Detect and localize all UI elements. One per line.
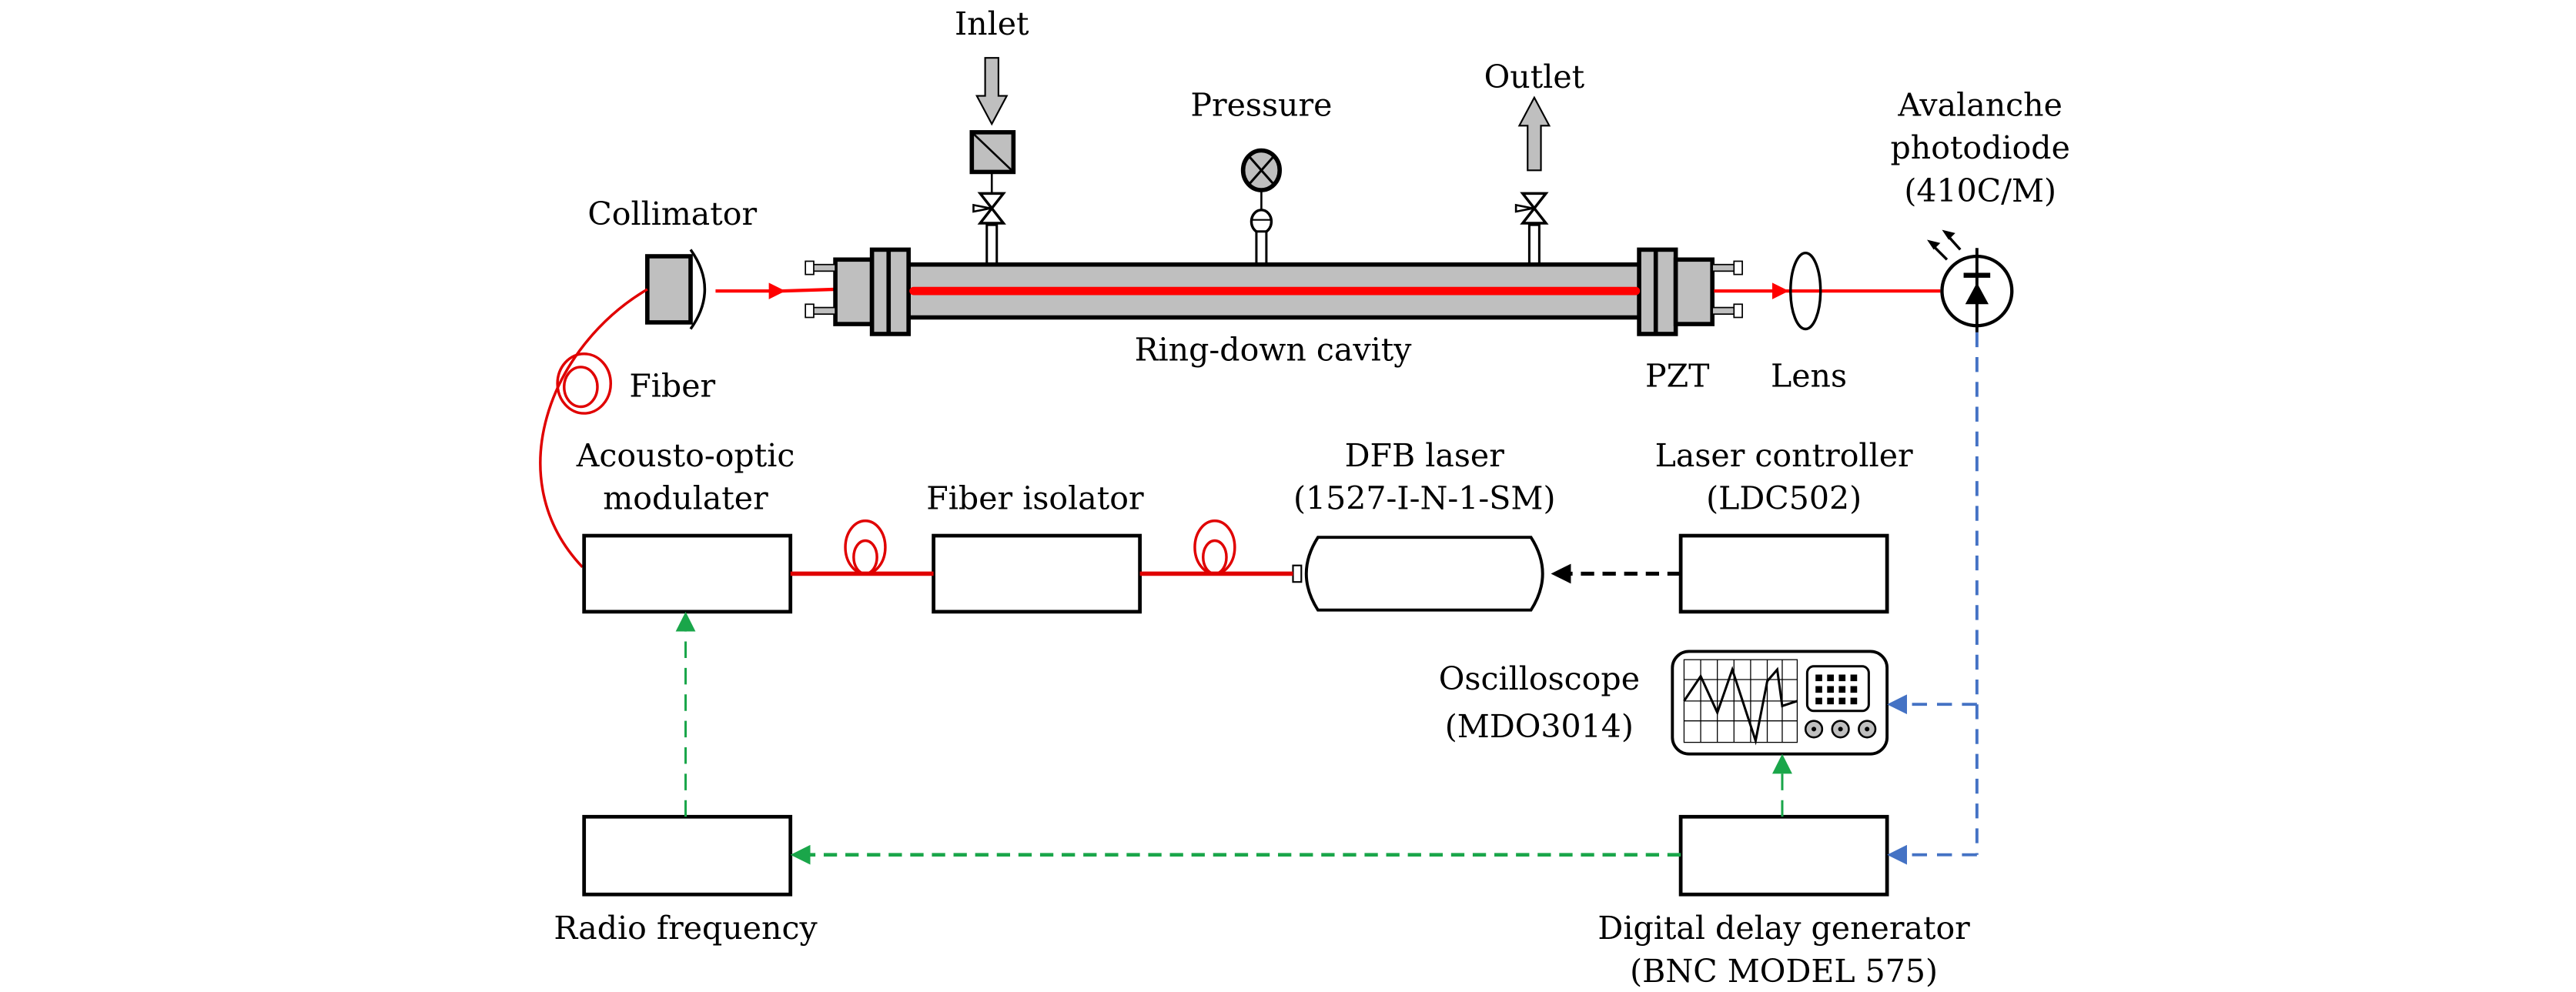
detector-label-line-3: (410C/M) bbox=[1904, 172, 2056, 209]
inlet-arrow-icon bbox=[975, 57, 1009, 126]
delay-label-line-2: (BNC MODEL 575) bbox=[1630, 953, 1938, 990]
dfb-laser-icon bbox=[1292, 536, 1544, 612]
isolator-label: Fiber isolator bbox=[926, 480, 1144, 517]
ring-down-cavity bbox=[805, 247, 1743, 336]
collimator-label: Collimator bbox=[587, 195, 757, 232]
oscilloscope-label-line-1: Oscilloscope bbox=[1439, 660, 1640, 697]
photodiode-icon bbox=[1927, 229, 2014, 332]
rf-label: Radio frequency bbox=[554, 910, 817, 947]
pzt-label: PZT bbox=[1645, 358, 1710, 395]
oscilloscope-icon bbox=[1671, 650, 1889, 756]
fiber-to-collimator bbox=[539, 288, 648, 569]
aom-box bbox=[582, 533, 793, 614]
fiber-label: Fiber bbox=[629, 368, 715, 405]
lens-label: Lens bbox=[1771, 358, 1847, 395]
outlet-valve-icon bbox=[1514, 192, 1549, 266]
cavity-label: Ring-down cavity bbox=[1135, 331, 1412, 368]
outlet-arrow-icon bbox=[1517, 95, 1551, 172]
inlet-filter-icon bbox=[969, 130, 1016, 194]
fiber-coil-icon bbox=[844, 519, 887, 576]
lens-icon bbox=[1789, 251, 1822, 331]
controller-box bbox=[1678, 533, 1889, 614]
laser-label-line-1: DFB laser bbox=[1345, 437, 1505, 474]
oscilloscope-label-line-2: (MDO3014) bbox=[1445, 708, 1634, 745]
laser-label-line-2: (1527-I-N-1-SM) bbox=[1293, 480, 1556, 517]
delay-label-line-1: Digital delay generator bbox=[1597, 910, 1970, 947]
isolator-box bbox=[932, 533, 1142, 614]
pressure-gauge-icon bbox=[1240, 148, 1283, 266]
collimator-icon bbox=[645, 249, 706, 330]
rf-box bbox=[582, 814, 793, 897]
controller-label-line-2: (LDC502) bbox=[1706, 480, 1862, 517]
outlet-label: Outlet bbox=[1484, 58, 1585, 95]
aom-label-line-1: Acousto-optic bbox=[576, 437, 795, 474]
fiber-coil-icon bbox=[556, 352, 612, 415]
detector-label-line-1: Avalanche bbox=[1897, 86, 2062, 123]
delay-generator-box bbox=[1678, 814, 1889, 897]
inlet-label: Inlet bbox=[955, 5, 1029, 42]
fiber-coil-icon bbox=[1193, 519, 1236, 576]
detector-label-line-2: photodiode bbox=[1890, 129, 2069, 166]
aom-label-line-2: modulater bbox=[603, 480, 768, 517]
pressure-label: Pressure bbox=[1190, 86, 1332, 123]
inlet-valve-icon bbox=[972, 192, 1006, 266]
controller-label-line-1: Laser controller bbox=[1655, 437, 1913, 474]
beam-segment-in bbox=[781, 287, 836, 293]
